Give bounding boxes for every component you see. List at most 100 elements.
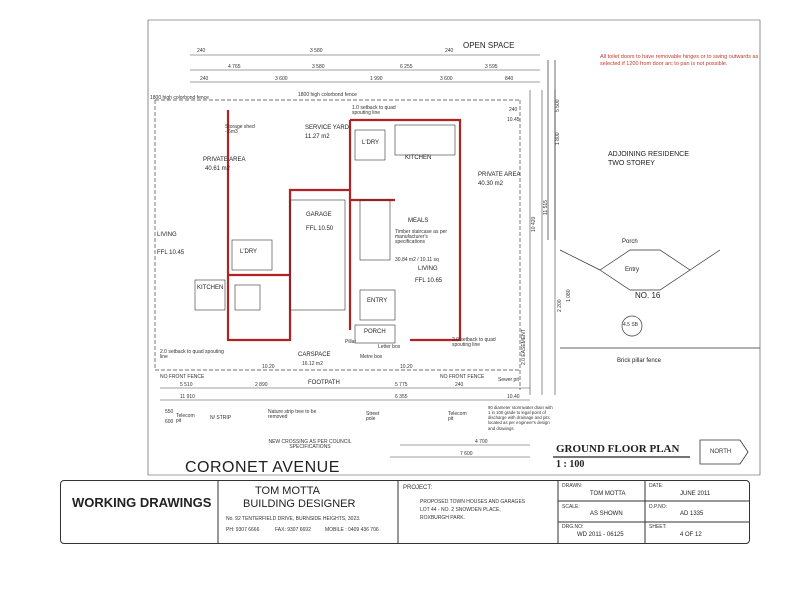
drg-label: DRG.NO: (562, 524, 584, 530)
dim-top3-b: 3 600 (275, 76, 288, 82)
laundry-top-label: L'DRY (362, 140, 380, 146)
neighbour-entry-outline (599, 249, 691, 291)
dim-top2-a: 4 765 (228, 64, 241, 70)
dim-right-5500: 5 500 (555, 99, 561, 112)
wc-left-area (234, 284, 261, 311)
dim-top2-c: 6 255 (400, 64, 413, 70)
garage-label: GARAGE (306, 212, 332, 218)
project-label: PROJECT: (403, 485, 433, 491)
ldry-left-area (231, 239, 273, 271)
sheet-value: 4 OF 12 (680, 532, 702, 538)
dim-top3-d: 3 600 (440, 76, 453, 82)
no-front-fence-right: NO FRONT FENCE (440, 374, 485, 380)
north-label: NORTH (710, 449, 732, 455)
no16-label: NO. 16 (635, 291, 661, 300)
dim-bot1-b: 2 890 (255, 382, 268, 388)
living-right-label: LIVING (418, 266, 438, 272)
scale-label: SCALE: (562, 504, 580, 510)
ffl-right: FFL 10.65 (415, 278, 443, 284)
plan-title: GROUND FLOOR PLAN (556, 443, 680, 455)
date-value: JUNE 2011 (680, 491, 711, 497)
crossing-label: NEW CROSSING AS PER COUNCIL SPECIFICATIO… (268, 439, 352, 450)
dim-top1-a: 240 (197, 48, 206, 54)
dpno-value: AD 1335 (680, 511, 704, 517)
stormwater-note: 90 diameter stormwater drain with 1 in 1… (488, 405, 553, 431)
building-wall-right (350, 118, 462, 342)
designer-mobile: MOBILE : 0409 436 706 (325, 527, 379, 533)
dim-top3-e: 840 (505, 76, 514, 82)
designer-name: TOM MOTTA (255, 485, 320, 497)
storage-shed-label: Storage shed - 6m3 (225, 124, 255, 135)
private-area-right-size: 40.30 m2 (478, 181, 504, 187)
dim-bot2-a: 11 910 (180, 394, 195, 400)
dim-misc-550: 550 (165, 409, 174, 415)
ffl-left: FFL 10.45 (157, 250, 185, 256)
designer-address: No. 92 TENTERFIELD DRIVE, BURNSIDE HEIGH… (226, 516, 361, 522)
designer-phone: PH: 9307 6666 (226, 527, 260, 533)
dim-top3-a: 240 (200, 76, 209, 82)
toilet-door-note: All toilet doors to have removable hinge… (600, 54, 759, 68)
colorbond-top-label: 1800 high colorbond fence (298, 92, 357, 98)
street-pole-label: Street pole (366, 411, 380, 422)
dim-bot1-c: 5 775 (395, 382, 408, 388)
living-right-size: 30.84 m2 / 10.11 sq (395, 257, 439, 263)
living-left-label: LIVING (157, 232, 177, 238)
dim-right-10420: 10 420 (531, 216, 537, 232)
carspace-size: 16.12 m2 (302, 361, 323, 367)
dim-misc-1020b: 10.20 (400, 364, 413, 370)
staircase (359, 199, 391, 261)
kitchen-top-label: KITCHEN (405, 155, 432, 161)
dim-top3-c: 1 990 (370, 76, 383, 82)
easement-label: 2.0 EASEMENT (521, 329, 527, 365)
dim-bot1-a: 5 510 (180, 382, 193, 388)
laundry-area (354, 129, 386, 161)
sb-marker (621, 315, 643, 337)
title-block (60, 480, 750, 544)
dim-right-11515: 11 515 (543, 200, 549, 215)
drg-value: WD 2011 - 06125 (577, 532, 624, 538)
entry-label: ENTRY (367, 298, 388, 304)
stair-note: Timber staircase as per manufacturer's s… (395, 229, 448, 245)
dim-bot3-a: 4 700 (475, 439, 488, 445)
dim-misc-1045: 10.45 (507, 117, 520, 123)
dim-top1-c: 240 (445, 48, 454, 54)
dim-misc-1020a: 10.20 (262, 364, 275, 370)
service-yard-size: 11.27 m2 (305, 134, 330, 140)
dim-top2-d: 3 595 (485, 64, 498, 70)
dim-right-1800: 1 800 (555, 132, 561, 145)
no-front-fence-left: NO FRONT FENCE (160, 374, 205, 380)
dpno-label: D.P.NO: (649, 504, 667, 510)
footpath-label: FOOTPATH (308, 380, 340, 386)
telecom-left-label: Telecom pit (176, 413, 195, 424)
plan-scale: 1 : 100 (556, 459, 585, 470)
dim-bot2-c: 10.40 (507, 394, 520, 400)
setback-top-label: 1.0 setback to quad spouting line (352, 105, 396, 116)
dim-top2-b: 3 580 (312, 64, 325, 70)
scale-value: AS SHOWN (590, 511, 623, 517)
kitchen-bench (394, 124, 456, 156)
brick-fence-label: Brick pillar fence (617, 358, 662, 364)
kitchen-left-area (194, 279, 226, 311)
working-drawings-label: WORKING DRAWINGS (72, 495, 212, 510)
drawn-label: DRAWN: (562, 483, 583, 489)
dim-bot1-d: 240 (455, 382, 464, 388)
nature-strip-label: N/ STRIP (210, 415, 232, 421)
entry-area (359, 289, 396, 321)
meals-label: MEALS (408, 218, 429, 224)
dim-misc-600: 600 (165, 419, 174, 425)
setback-left: 2.0 setback to quad spouting line (160, 349, 224, 360)
entry-right-label: Entry (625, 267, 640, 273)
setback-right: 2.0 setback to quad spouting line (452, 337, 496, 348)
project-line1: PROPOSED TOWN HOUSES AND GARAGES (420, 499, 526, 505)
porch-label: PORCH (364, 329, 386, 335)
sewer-pit-label: Sewer pit (498, 377, 519, 383)
pillar-label: Pillar (345, 339, 357, 345)
colorbond-left-label: 1800 high colorbond fence (150, 95, 209, 101)
dim-bot3-b: 7 600 (460, 451, 473, 457)
designer-fax: FAX: 9307 6692 (275, 527, 311, 533)
garage-ffl: FFL 10.50 (306, 226, 334, 232)
porch-slab (354, 324, 396, 344)
metre-box-label: Metre box (360, 354, 383, 360)
